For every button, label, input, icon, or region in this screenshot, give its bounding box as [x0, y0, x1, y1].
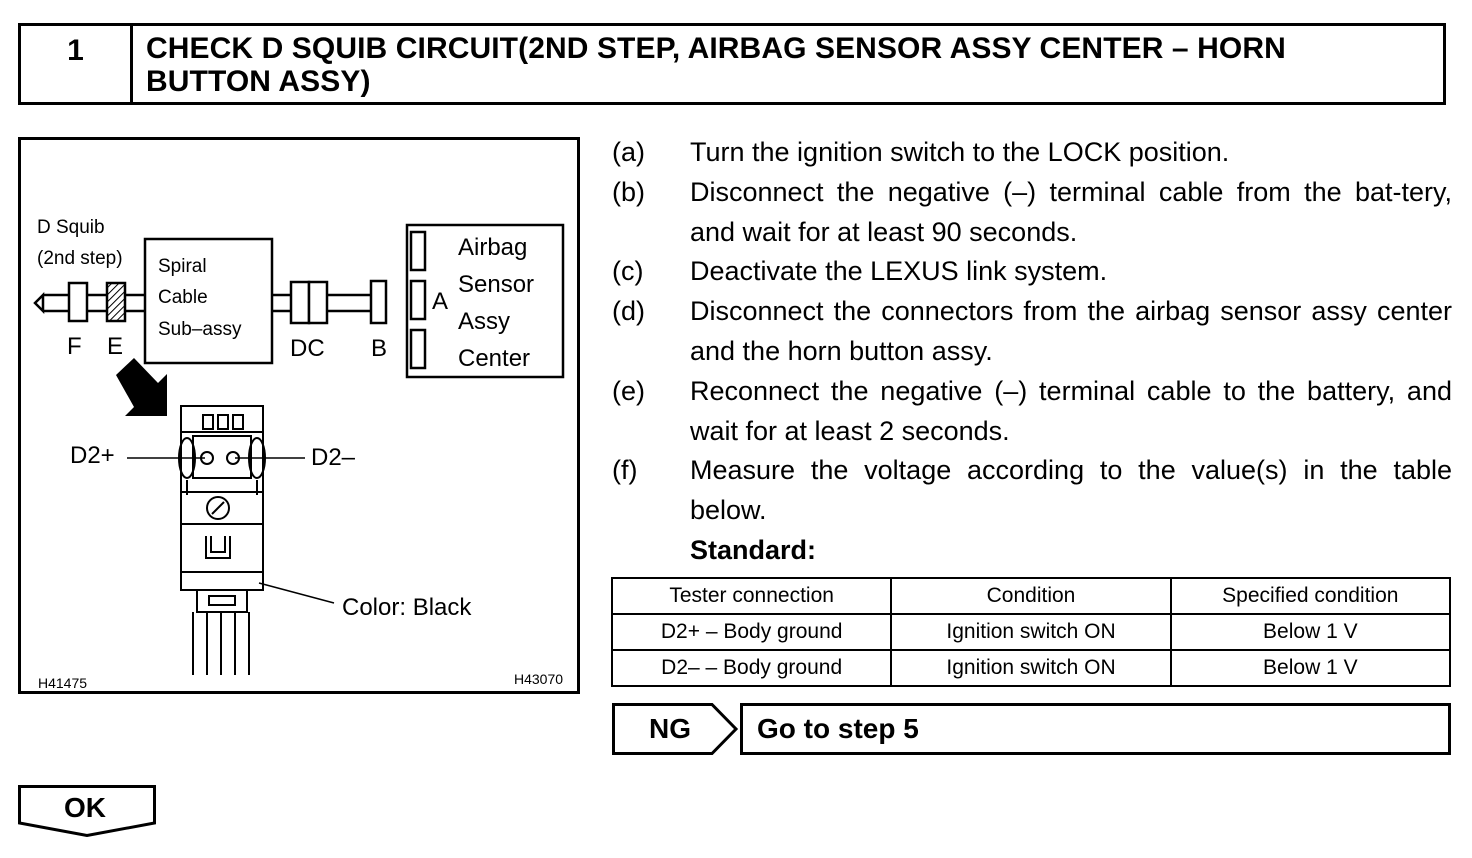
step-item: (d) Disconnect the connectors from the a…: [612, 292, 1452, 372]
leader-lines: [127, 457, 335, 604]
table-header-cell: Specified condition: [1169, 577, 1452, 615]
wiring-diagram-drawing: [33, 223, 565, 675]
table-header-cell: Condition: [890, 577, 1172, 615]
table-row: D2+ – Body ground Ignition switch ON Bel…: [610, 613, 1452, 651]
table-cell: Below 1 V: [1169, 649, 1452, 687]
table-cell: Below 1 V: [1169, 613, 1452, 651]
step-text: Measure the voltage according to the val…: [690, 455, 1452, 526]
step-number: 1: [21, 26, 133, 102]
airbag-label-2: Sensor: [458, 271, 535, 298]
airbag-label-4: Center: [458, 345, 531, 372]
table-cell: D2+ – Body ground: [610, 613, 893, 651]
figure-code-left: H41475: [38, 675, 88, 691]
connector-e-label: E: [107, 333, 124, 360]
step-text: Disconnect the negative (–) terminal cab…: [690, 176, 1452, 247]
step-text: Reconnect the negative (–) terminal cabl…: [690, 375, 1452, 446]
step-title-line-2: BUTTON ASSY): [146, 65, 371, 98]
connector-drawing: [178, 405, 266, 675]
spiral-label-3: Sub–assy: [158, 319, 242, 340]
step-label: (e): [612, 375, 645, 406]
connector-color-note: Color: Black: [342, 594, 472, 621]
squib-label-2: (2nd step): [37, 248, 123, 269]
table-cell: Ignition switch ON: [890, 649, 1172, 687]
ng-arrow-tag-icon: [612, 703, 738, 755]
step-text: Turn the ignition switch to the LOCK pos…: [690, 137, 1230, 167]
specification-table: Tester connection Condition Specified co…: [610, 577, 1452, 687]
table-header-row: Tester connection Condition Specified co…: [610, 577, 1452, 615]
step-item: (c) Deactivate the LEXUS link system.: [612, 252, 1452, 292]
squib-label-1: D Squib: [37, 217, 105, 238]
procedure-steps: (a) Turn the ignition switch to the LOCK…: [612, 133, 1452, 571]
connector-dc-label: DC: [290, 335, 325, 362]
connector-a-label: A: [432, 288, 449, 315]
ng-label: NG: [649, 713, 691, 744]
table-cell: Ignition switch ON: [890, 613, 1172, 651]
airbag-label-1: Airbag: [458, 234, 528, 261]
step-title-line-1: CHECK D SQUIB CIRCUIT(2ND STEP, AIRBAG S…: [146, 32, 1286, 65]
table-header-cell: Tester connection: [610, 577, 893, 615]
step-title: CHECK D SQUIB CIRCUIT(2ND STEP, AIRBAG S…: [133, 26, 1443, 102]
figure-code-right: H43070: [514, 671, 564, 687]
step-label: (f): [612, 455, 638, 486]
ng-action-box: Go to step 5: [740, 703, 1451, 755]
table-row: D2– – Body ground Ignition switch ON Bel…: [610, 649, 1452, 687]
standard-label: Standard:: [690, 534, 817, 565]
airbag-label-3: Assy: [458, 308, 511, 335]
step-header: 1 CHECK D SQUIB CIRCUIT(2ND STEP, AIRBAG…: [18, 23, 1446, 105]
step-label: (b): [612, 176, 645, 207]
ok-label: OK: [64, 792, 106, 823]
spiral-label-2: Cable: [158, 287, 208, 308]
step-item: (b) Disconnect the negative (–) terminal…: [612, 173, 1452, 253]
step-item: (a) Turn the ignition switch to the LOCK…: [612, 133, 1452, 173]
table-cell: D2– – Body ground: [610, 649, 893, 687]
spiral-label-1: Spiral: [158, 256, 207, 277]
ok-arrow-tag-icon: [18, 785, 156, 837]
step-item: (e) Reconnect the negative (–) terminal …: [612, 372, 1452, 452]
harness-lines: [33, 223, 565, 379]
connector-b-label: B: [371, 335, 388, 362]
arrow-icon: [116, 358, 167, 416]
step-text: Deactivate the LEXUS link system.: [690, 256, 1108, 287]
terminal-d2-positive-label: D2+: [70, 442, 115, 469]
wiring-diagram: D Squib (2nd step) Spiral Cable Sub–assy…: [18, 137, 580, 694]
connector-f-label: F: [67, 333, 82, 360]
step-label: (d): [612, 296, 645, 327]
step-label: (c): [612, 256, 644, 287]
step-label: (a): [612, 137, 645, 167]
step-text: Disconnect the connectors from the airba…: [690, 296, 1452, 366]
terminal-d2-negative-label: D2–: [311, 444, 356, 471]
step-item: (f) Measure the voltage according to the…: [612, 451, 1452, 531]
